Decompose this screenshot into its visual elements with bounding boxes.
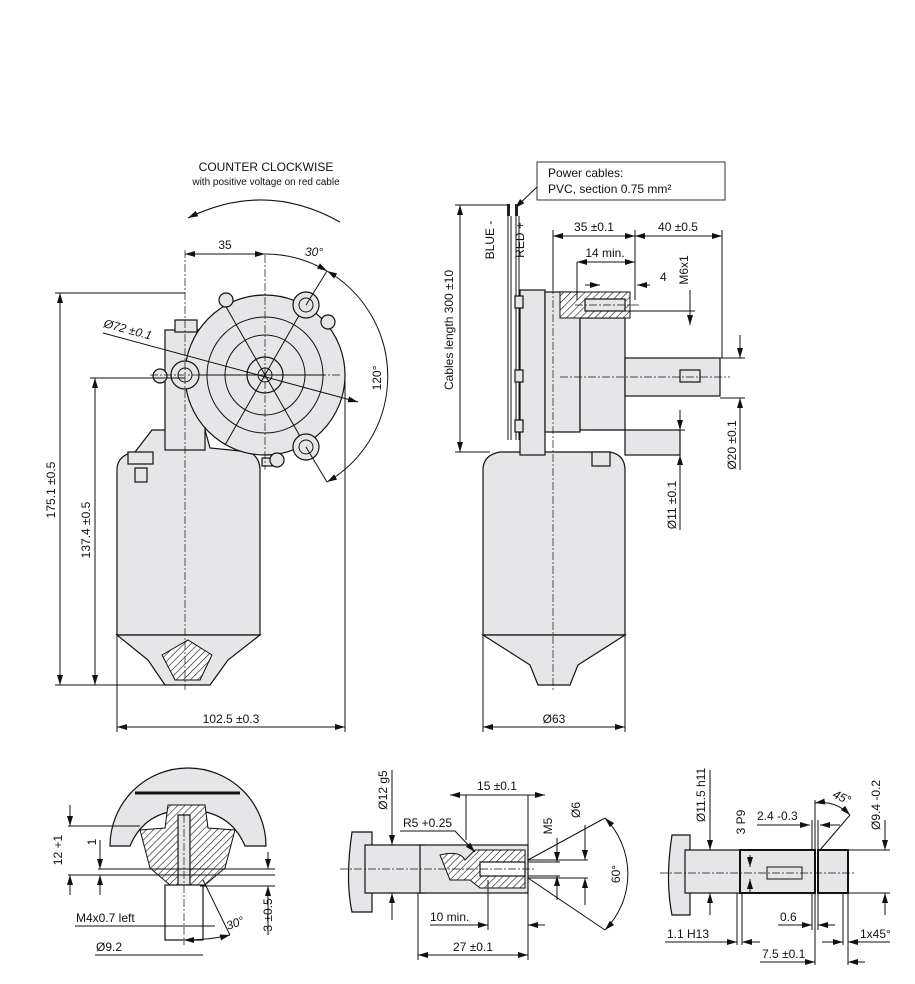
cable-red-label: RED + bbox=[513, 222, 527, 258]
angle-120: 120° bbox=[370, 365, 384, 390]
dia-12-g5: Ø12 g5 bbox=[376, 770, 390, 810]
dim-35-side: 35 ±0.1 bbox=[574, 220, 614, 234]
power-cables-spec: PVC, section 0.75 mm² bbox=[548, 182, 671, 196]
dia-6: Ø6 bbox=[569, 802, 583, 818]
rotation-subtitle: with positive voltage on red cable bbox=[191, 177, 340, 188]
dia-11: Ø11 ±0.1 bbox=[665, 480, 679, 529]
detail-shaft-keyed: Ø11.5 h11 3 P9 2.4 -0.3 45° Ø9.4 -0.2 0.… bbox=[660, 768, 891, 965]
width-102: 102.5 ±0.3 bbox=[203, 712, 260, 726]
dim-35: 35 bbox=[218, 238, 232, 252]
dim-12: 12 +1 bbox=[51, 834, 65, 865]
height-175: 175.1 ±0.5 bbox=[44, 461, 58, 518]
dia-72: Ø72 ±0.1 bbox=[101, 316, 153, 343]
dim-1: 1 bbox=[85, 838, 99, 845]
dim-0-6: 0.6 bbox=[780, 910, 797, 924]
dia-63: Ø63 bbox=[543, 712, 566, 726]
detail-shaft-threaded: Ø12 g5 15 ±0.1 R5 +0.25 M5 Ø6 60° 10 min… bbox=[340, 770, 629, 960]
motor-housing bbox=[116, 429, 261, 636]
dim-14: 14 min. bbox=[585, 246, 624, 260]
dia-9-4: Ø9.4 -0.2 bbox=[869, 780, 883, 830]
dim-1-1: 1.1 H13 bbox=[667, 927, 709, 941]
side-view: Power cables: PVC, section 0.75 mm² BLUE… bbox=[442, 161, 745, 732]
angle-30-detail: 30° bbox=[224, 913, 246, 932]
power-cables-callout bbox=[536, 161, 726, 201]
chamfer-1x45: 1x45° bbox=[860, 927, 891, 941]
rotation-arrow-icon bbox=[187, 199, 341, 223]
dim-4: 4 bbox=[660, 270, 667, 284]
dia-9-2: Ø9.2 bbox=[96, 940, 122, 954]
dim-15: 15 ±0.1 bbox=[477, 779, 517, 793]
dia-11-5: Ø11.5 h11 bbox=[694, 768, 708, 823]
thread-m6: M6x1 bbox=[677, 255, 691, 285]
dim-27: 27 ±0.1 bbox=[453, 940, 493, 954]
thread-m4: M4x0.7 left bbox=[76, 911, 135, 925]
radius-r5: R5 +0.25 bbox=[403, 816, 452, 830]
dim-10-min: 10 min. bbox=[430, 910, 469, 924]
dia-20: Ø20 ±0.1 bbox=[725, 420, 739, 470]
detail-end-cap-screw: 12 +1 1 3 ±0.5 M4x0.7 left Ø9.2 30° bbox=[51, 767, 275, 956]
thread-m5: M5 bbox=[541, 817, 555, 834]
dim-7-5: 7.5 ±0.1 bbox=[762, 947, 806, 961]
key-3-p9: 3 P9 bbox=[734, 809, 748, 834]
motor-housing-side bbox=[482, 451, 626, 636]
cable-blue-label: BLUE - bbox=[483, 221, 497, 260]
angle-30: 30° bbox=[305, 245, 323, 259]
cables-length: Cables length 300 ±10 bbox=[442, 270, 456, 390]
front-view: COUNTER CLOCKWISE with positive voltage … bbox=[44, 160, 389, 732]
height-137: 137.4 ±0.5 bbox=[79, 501, 93, 558]
power-cables bbox=[507, 204, 520, 440]
power-cables-label: Power cables: bbox=[548, 166, 623, 180]
dim-3: 3 ±0.5 bbox=[261, 898, 275, 932]
dim-40-side: 40 ±0.5 bbox=[658, 220, 698, 234]
dim-2-4: 2.4 -0.3 bbox=[757, 809, 798, 823]
angle-60: 60° bbox=[609, 865, 623, 883]
rotation-title: COUNTER CLOCKWISE bbox=[199, 160, 334, 174]
